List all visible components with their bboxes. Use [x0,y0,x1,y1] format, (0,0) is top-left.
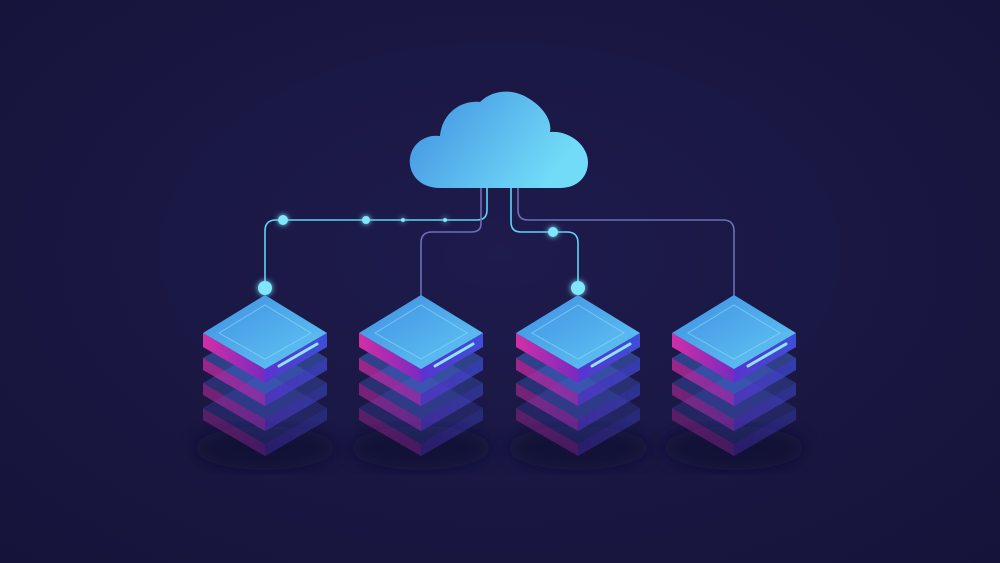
node-dot [548,227,558,237]
connector-server-1 [264,188,488,288]
connector-nodes [258,215,585,295]
node-dot [443,218,447,222]
node-dot [258,281,272,295]
connector-server-2 [420,188,482,296]
connector-server-4 [517,188,735,296]
connector-lines [264,188,735,296]
node-dot [362,216,370,224]
server-1 [195,295,335,470]
cloud-icon [409,91,588,188]
node-dot [278,215,288,225]
server-4 [664,295,804,470]
server-2 [351,295,491,470]
node-dot [571,281,585,295]
server-3 [508,295,648,470]
node-dot [401,218,405,222]
connector-server-3 [510,188,579,288]
